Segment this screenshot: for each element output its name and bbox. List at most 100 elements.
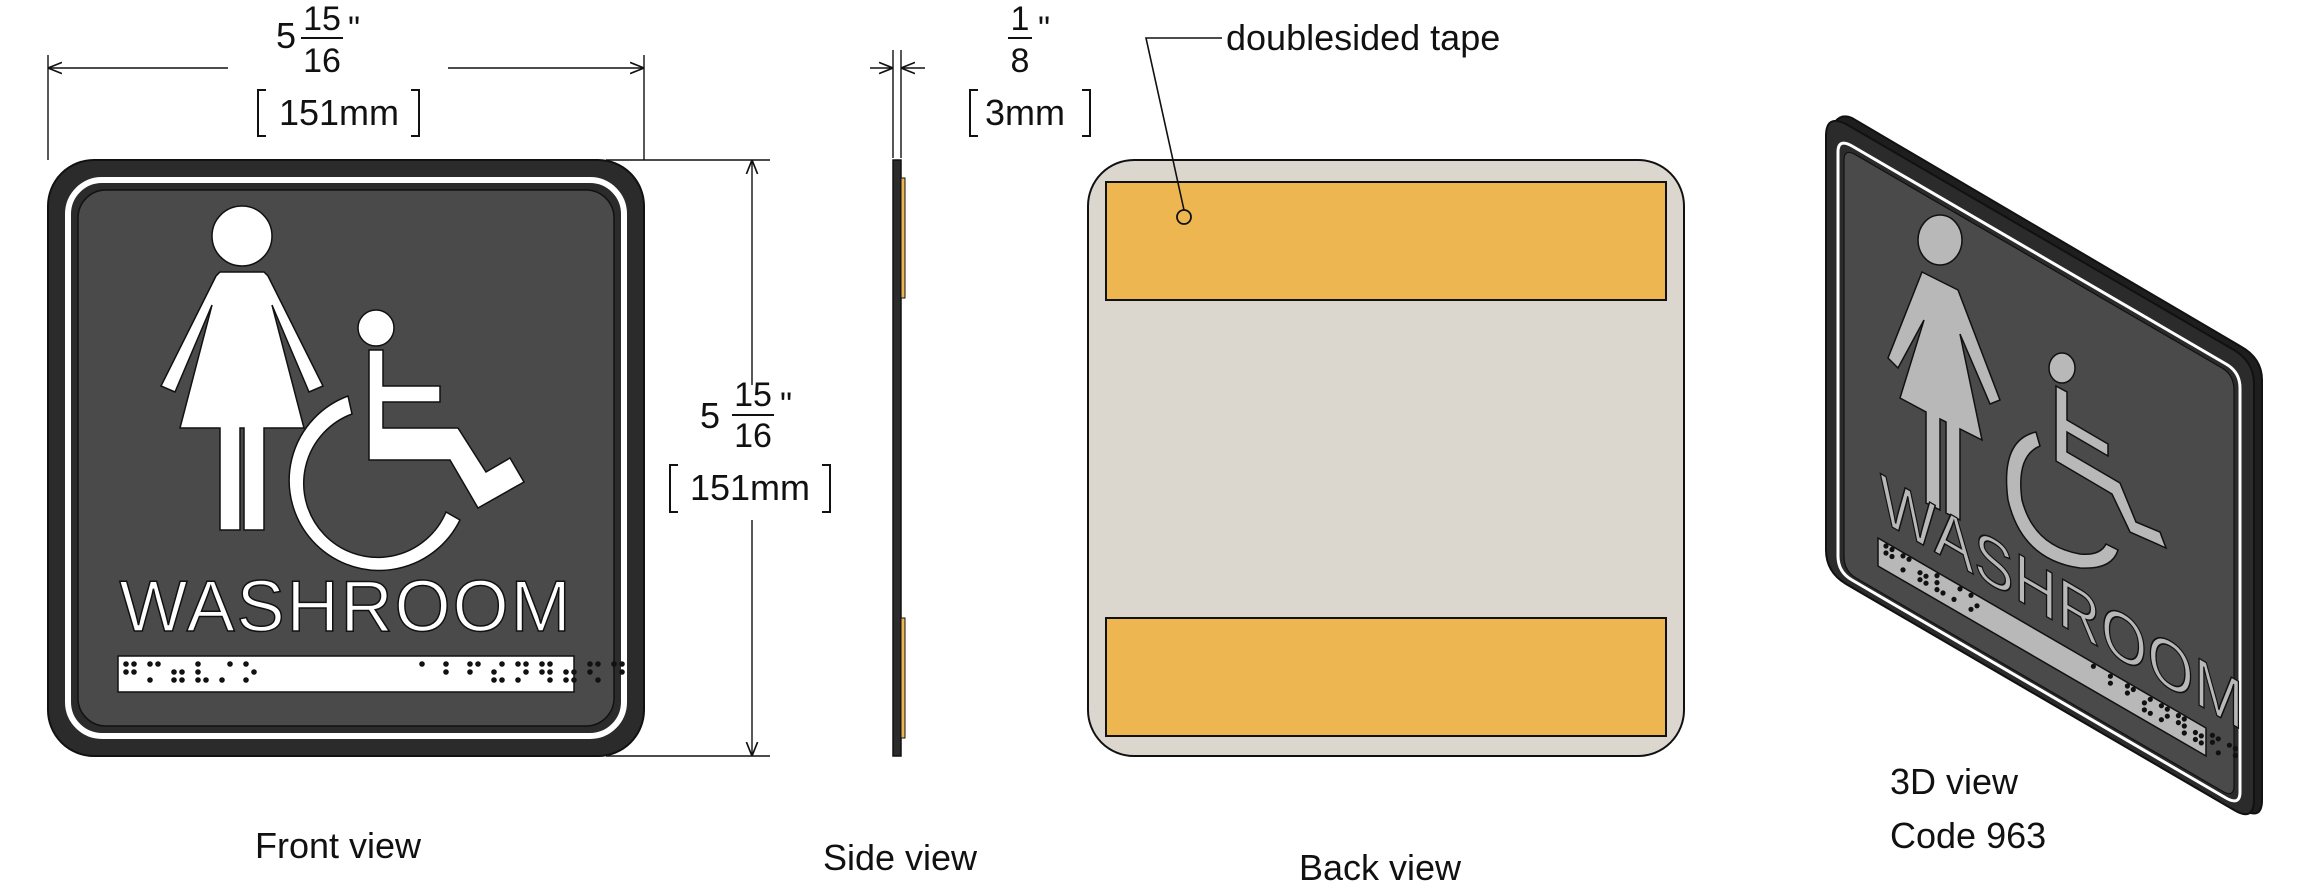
side-view: 1 8 " 3mm Side view <box>823 0 1091 878</box>
iso-braille-dot <box>2181 716 2187 722</box>
braille-dot <box>587 661 593 667</box>
side-tape-top <box>900 177 906 299</box>
iso-braille-dot <box>1940 590 1946 596</box>
iso-braille-dot <box>1900 553 1906 559</box>
braille-dot <box>147 677 153 683</box>
front-view: WASHROOM 5 15 16 " 151mm 5 15 16 " 151mm… <box>47 0 831 866</box>
front-braille-strip <box>117 655 575 693</box>
braille-dot <box>123 661 129 667</box>
iso-braille-strip <box>1877 536 2207 758</box>
braille-dot <box>179 677 185 683</box>
iso-braille-dot <box>2107 680 2113 686</box>
front-width-unit: " <box>348 10 360 48</box>
iso-braille-dot <box>1883 550 1889 556</box>
braille-dot <box>155 661 161 667</box>
iso-braille-dot <box>1957 586 1963 592</box>
iso-braille-dot <box>1951 596 1957 603</box>
braille-dot <box>131 669 137 675</box>
iso-braille-dot <box>2198 733 2204 739</box>
iso-braille-dot <box>2090 663 2096 669</box>
front-height-den: 16 <box>734 417 772 455</box>
iso-braille-dot <box>2158 703 2164 709</box>
iso-braille-dot <box>2164 713 2170 719</box>
iso-braille-dot <box>1917 577 1923 583</box>
wheelchair-pictogram-icon <box>288 309 526 572</box>
back-tape-label: doublesided tape <box>1226 17 1500 58</box>
braille-dot <box>523 661 529 667</box>
front-height-mm-bracket-left <box>669 464 678 513</box>
iso-braille-dot <box>1934 573 1940 579</box>
iso-caption-line1: 3D view <box>1890 761 2019 802</box>
front-width-num: 15 <box>303 0 341 38</box>
iso-wheelchair-pictogram-icon <box>2005 352 2168 569</box>
braille-dot <box>179 669 185 675</box>
braille-dot <box>171 669 177 675</box>
iso-braille-dot <box>1923 573 1929 579</box>
iso-braille-dot <box>2130 686 2136 693</box>
iso-braille-dot <box>2141 700 2147 706</box>
side-sign-profile <box>892 159 902 757</box>
iso-braille-dot <box>1889 546 1895 553</box>
braille-dot <box>539 661 545 667</box>
iso-braille-dot <box>2226 742 2232 748</box>
braille-dot <box>443 661 449 667</box>
braille-dot <box>611 661 617 667</box>
iso-braille-dot <box>2175 713 2181 719</box>
braille-dot <box>171 677 177 683</box>
braille-dot <box>243 661 249 667</box>
side-thick-mm-bracket-left <box>969 89 978 137</box>
iso-braille-dot <box>2158 717 2164 723</box>
front-width-den: 16 <box>303 42 341 80</box>
iso-caption-line2: Code 963 <box>1890 815 2046 856</box>
side-thick-mm-bracket-right <box>1082 89 1091 137</box>
braille-dot <box>571 669 577 675</box>
braille-dot <box>619 669 625 675</box>
braille-dot <box>131 661 137 667</box>
iso-braille-dot <box>2175 720 2181 726</box>
braille-dot <box>123 669 129 675</box>
iso-braille-dot <box>1889 553 1895 560</box>
braille-dot <box>419 661 425 667</box>
iso-braille-dot <box>2147 710 2153 716</box>
iso-view: WASHROOM 3D view Code 963 <box>1825 115 2263 856</box>
front-view-caption: Front view <box>255 825 422 866</box>
braille-dot <box>547 677 553 683</box>
front-sign-text: WASHROOM <box>119 567 572 647</box>
braille-dot <box>227 661 233 667</box>
front-braille-dots <box>123 661 625 683</box>
iso-braille-dot <box>2107 673 2113 679</box>
iso-braille-dot <box>2232 746 2238 752</box>
iso-braille-dot <box>2209 732 2215 738</box>
braille-dot <box>539 669 545 675</box>
iso-braille-dot <box>2141 707 2147 713</box>
front-width-whole: 5 <box>276 15 296 56</box>
iso-braille-dot <box>1968 592 1974 598</box>
iso-braille-dot <box>2124 683 2130 689</box>
braille-dot <box>563 677 569 683</box>
braille-dot <box>587 669 593 675</box>
iso-braille-dot <box>1906 556 1912 562</box>
woman-pictogram-icon <box>159 205 325 531</box>
front-sign-border-line <box>65 177 627 739</box>
iso-braille-dot <box>1968 606 1974 612</box>
braille-dot <box>595 677 601 683</box>
iso-braille-dot <box>2215 736 2221 742</box>
braille-dot <box>515 677 521 683</box>
braille-dot <box>467 669 473 675</box>
iso-braille-dot <box>2147 696 2153 702</box>
braille-dot <box>195 677 201 683</box>
side-tape-bottom <box>900 617 906 739</box>
front-height-mm: 151mm <box>690 467 810 508</box>
braille-dot <box>491 669 497 675</box>
iso-braille-dot <box>1923 580 1929 586</box>
iso-braille-dot <box>2232 753 2238 759</box>
back-tape-bottom <box>1105 617 1667 737</box>
iso-braille-dot <box>2181 723 2187 729</box>
iso-woman-pictogram-icon <box>1887 214 2001 522</box>
front-width-mm-bracket-right <box>411 89 420 137</box>
side-thick-unit: " <box>1038 10 1050 48</box>
iso-braille-dot <box>2209 739 2215 745</box>
front-height-num: 15 <box>734 376 772 414</box>
braille-dot <box>443 669 449 675</box>
